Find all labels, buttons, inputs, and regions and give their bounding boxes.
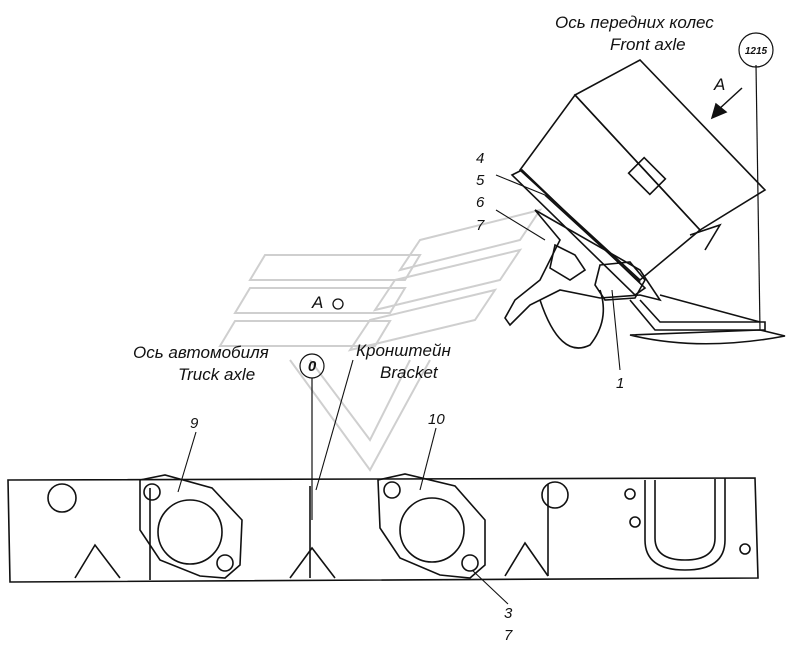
view-label: A [311, 293, 323, 312]
truck-axle-bubble [299, 353, 325, 379]
leader-lines [177, 174, 621, 605]
truck-axle-line [299, 353, 325, 520]
view-label-ring [332, 298, 344, 310]
front-axle-bubble [738, 32, 774, 68]
front-axle-label-ru: Ось передних колес [555, 13, 714, 32]
view-arrow [710, 87, 743, 120]
front-axle-label-en: Front axle [610, 35, 686, 54]
truck-axle-bubble-text: 0 [308, 358, 317, 375]
callout-7-top: 7 [476, 217, 485, 234]
callout-10: 10 [428, 411, 445, 428]
callout-5: 5 [476, 172, 485, 189]
callout-3: 3 [504, 605, 513, 622]
callout-1: 1 [616, 375, 624, 392]
callout-6: 6 [476, 194, 485, 211]
lamp-assembly [504, 59, 786, 349]
flange-left [139, 474, 243, 579]
front-axle-line [738, 32, 774, 331]
callout-7-bottom: 7 [504, 627, 513, 644]
truck-axle-label-en: Truck axle [178, 365, 255, 384]
view-mark: A [713, 75, 725, 94]
flange-right [377, 473, 486, 579]
callout-9: 9 [190, 415, 199, 432]
truck-axle-label-ru: Ось автомобиля [133, 343, 269, 362]
watermark-logo [218, 208, 543, 472]
front-axle-bubble-text: 1215 [745, 46, 768, 57]
bracket-label-en: Bracket [380, 363, 439, 382]
bracket-bar [7, 477, 759, 583]
bracket-label-ru: Кронштейн [356, 341, 451, 360]
callout-4: 4 [476, 150, 484, 167]
